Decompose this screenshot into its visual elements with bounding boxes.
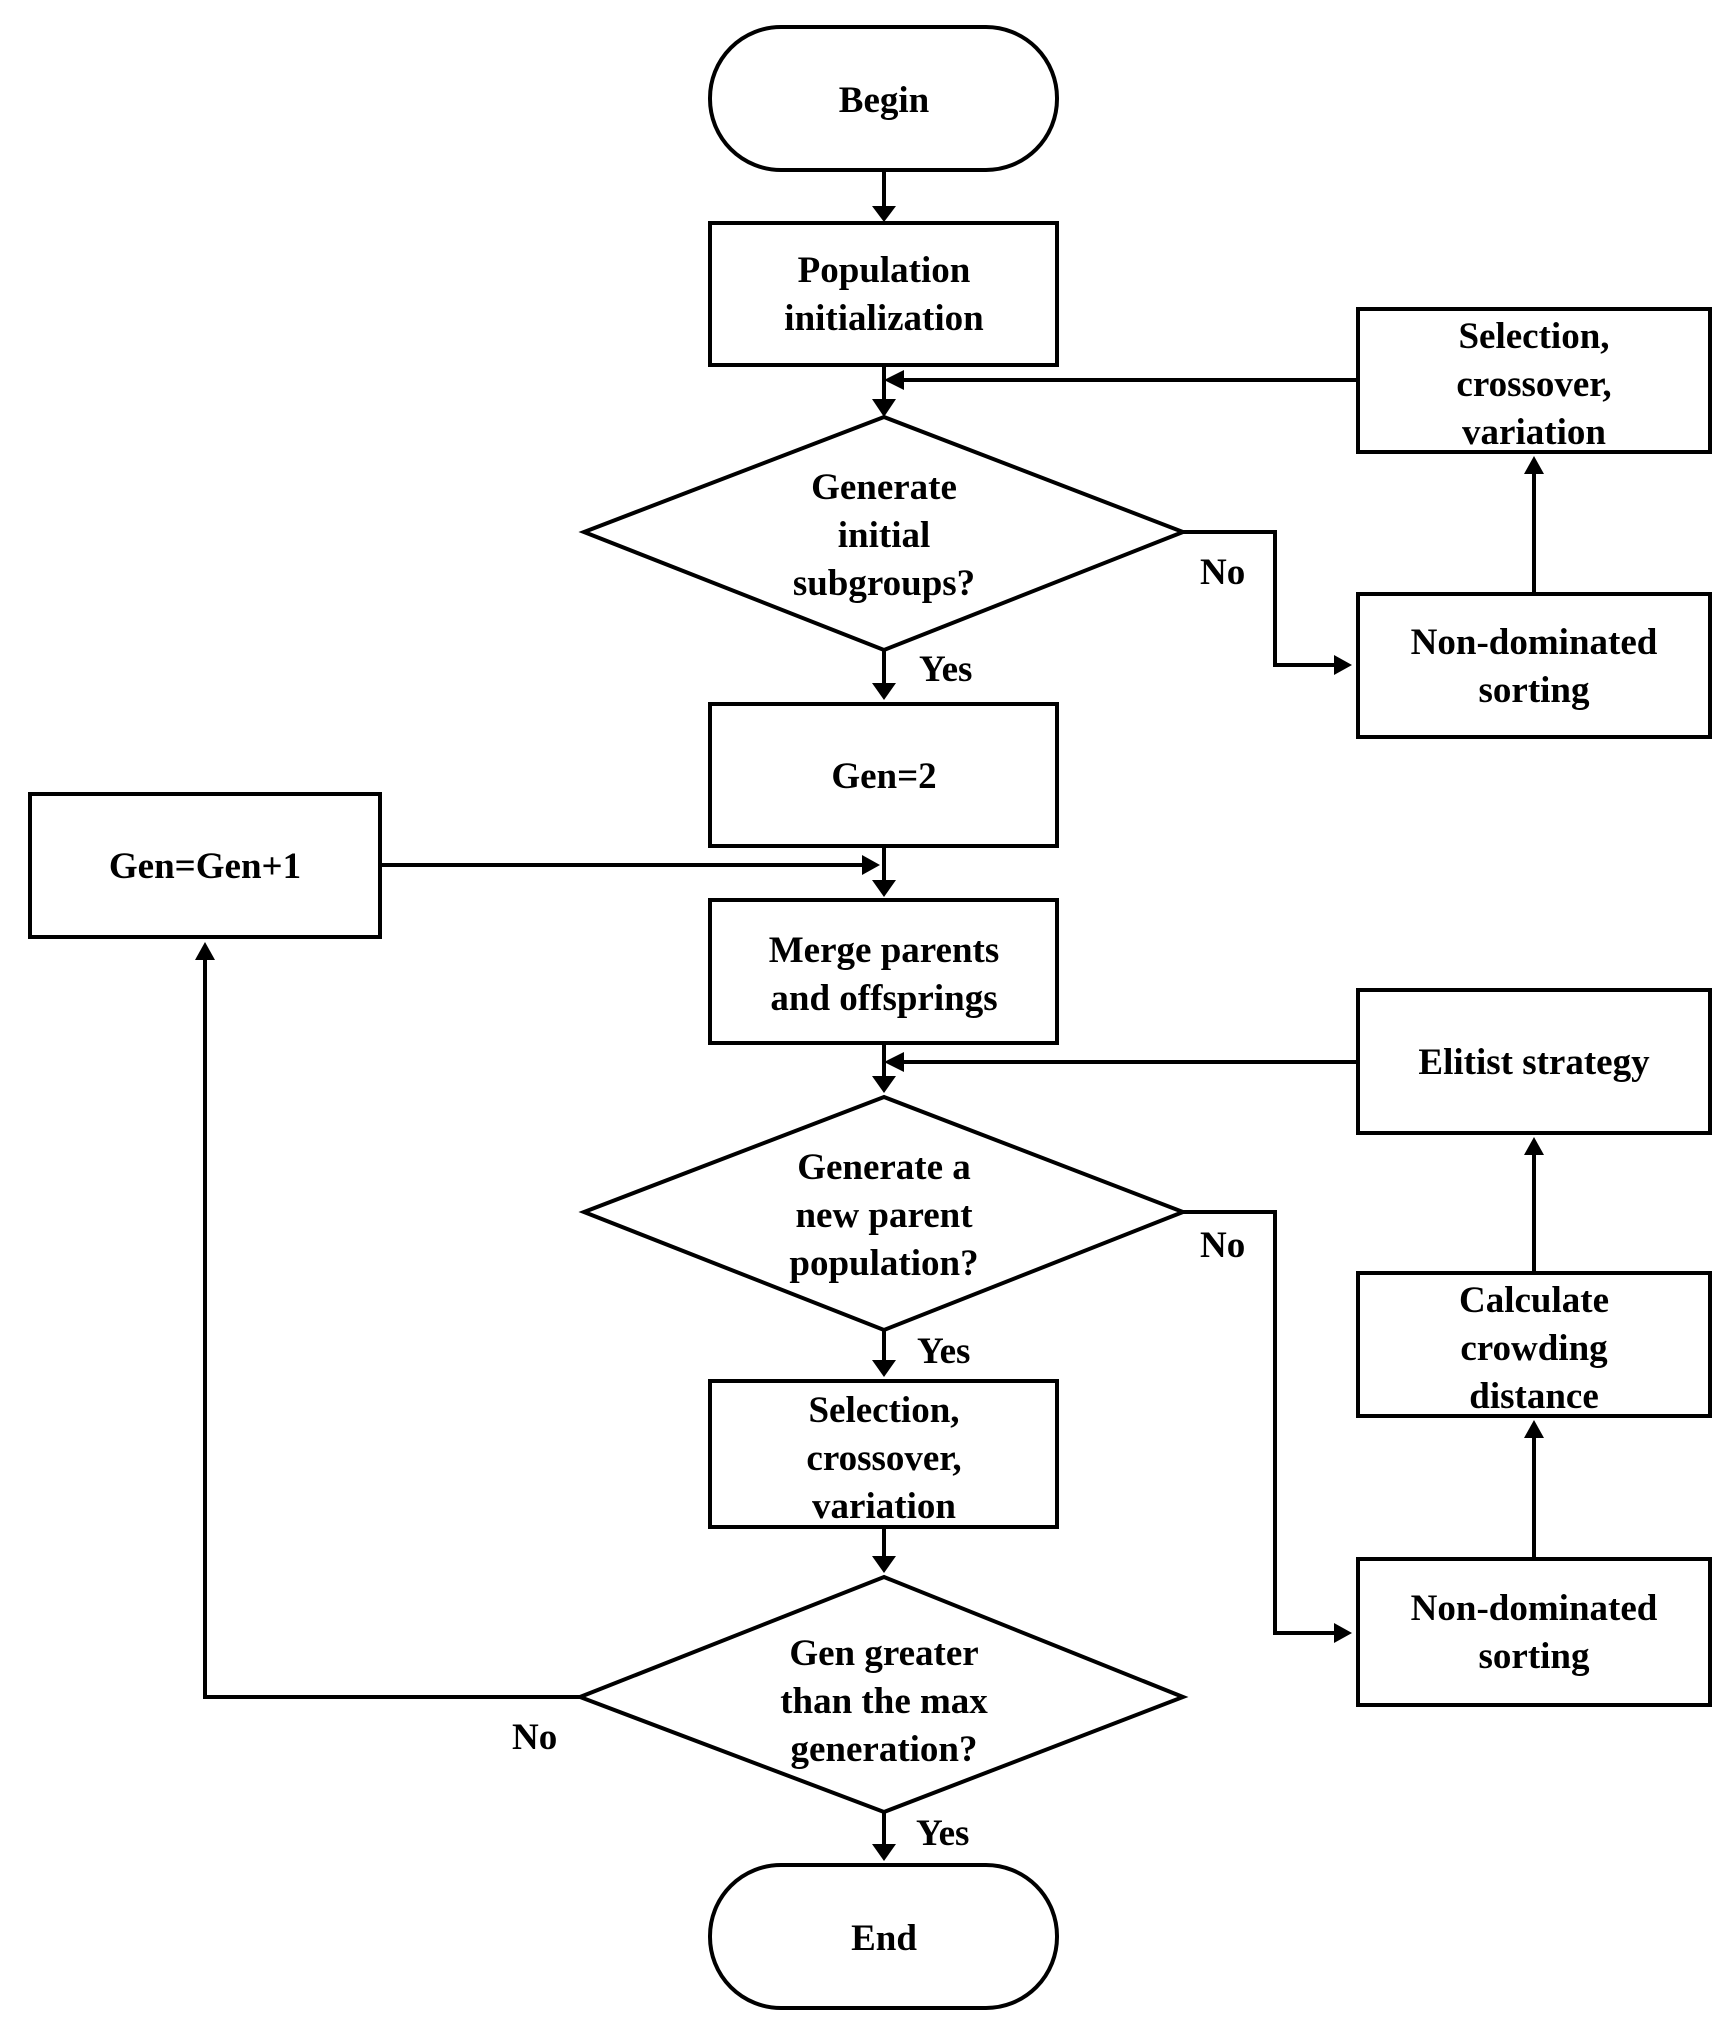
decision2-no-label: No xyxy=(1200,1225,1245,1266)
decision3-label-line2: than the max xyxy=(780,1681,988,1722)
arrowhead xyxy=(872,1076,896,1093)
population-initialization-label-line2: initialization xyxy=(784,298,984,339)
arrowhead xyxy=(872,683,896,700)
crowding-label-line3: distance xyxy=(1469,1376,1599,1417)
edge-decision2-no-to-nds-bottom xyxy=(1183,1210,1346,1635)
nds-top-label-line1: Non-dominated xyxy=(1411,622,1658,663)
merge-label-line2: and offsprings xyxy=(770,978,997,1019)
arrowhead xyxy=(1524,1420,1544,1438)
arrowhead xyxy=(862,855,880,875)
selection-mid-label-line2: crossover, xyxy=(806,1438,961,1479)
gen-increment-box xyxy=(28,792,382,939)
decision3-yes-label: Yes xyxy=(916,1813,969,1854)
selection-top-label-line3: variation xyxy=(1462,412,1606,453)
selection-mid-label-line1: Selection, xyxy=(808,1390,959,1431)
arrowhead xyxy=(884,370,904,390)
selection-crossover-variation-mid-box xyxy=(708,1379,1059,1529)
nds-top-label-line2: sorting xyxy=(1479,670,1591,711)
selection-top-label-line2: crossover, xyxy=(1456,364,1611,405)
decision3-label-line3: generation? xyxy=(790,1729,977,1770)
decision3-no-label: No xyxy=(512,1717,557,1758)
arrowhead xyxy=(1524,456,1544,474)
decision3-label-line1: Gen greater xyxy=(789,1633,978,1674)
arrowhead xyxy=(872,1556,896,1573)
gen-inc-label: Gen=Gen+1 xyxy=(109,846,301,887)
selection-top-label-line1: Selection, xyxy=(1458,316,1609,357)
begin-label: Begin xyxy=(839,80,930,121)
elitist-label: Elitist strategy xyxy=(1418,1042,1650,1083)
merge-parents-box xyxy=(708,898,1059,1045)
arrowhead xyxy=(872,399,896,417)
decision2-yes-label: Yes xyxy=(917,1331,970,1372)
arrowhead xyxy=(195,942,215,960)
arrowhead xyxy=(1334,1623,1352,1643)
selection-mid-label-line3: variation xyxy=(812,1486,956,1527)
edge-decision1-no-to-nds-top xyxy=(1183,530,1346,667)
non-dominated-sorting-bottom-box xyxy=(1356,1557,1712,1707)
population-initialization-label-line1: Population xyxy=(798,250,971,291)
population-initialization-box xyxy=(708,221,1059,367)
arrowhead xyxy=(1524,1137,1544,1155)
end-terminal xyxy=(708,1863,1059,2010)
nodes xyxy=(28,25,1712,2010)
arrowhead xyxy=(872,206,896,222)
decision2-label-line2: new parent xyxy=(795,1195,973,1236)
nds-bottom-label-line2: sorting xyxy=(1479,1636,1591,1677)
arrowhead xyxy=(872,1360,896,1377)
end-label: End xyxy=(851,1918,917,1959)
crowding-label-line2: crowding xyxy=(1460,1328,1608,1369)
decision1-label-line2: initial xyxy=(838,515,931,556)
arrowhead xyxy=(884,1052,904,1072)
arrowhead xyxy=(872,880,896,897)
gen2-label: Gen=2 xyxy=(831,756,936,797)
begin-terminal xyxy=(708,25,1059,172)
generate-new-parent-decision xyxy=(578,1094,1189,1333)
decision1-yes-label: Yes xyxy=(919,649,972,690)
calculate-crowding-distance-box xyxy=(1356,1271,1712,1418)
nds-bottom-label-line1: Non-dominated xyxy=(1411,1588,1658,1629)
decision1-label-line1: Generate xyxy=(811,467,957,508)
selection-crossover-variation-top-box xyxy=(1356,307,1712,454)
crowding-label-line1: Calculate xyxy=(1459,1280,1609,1321)
gen-2-box xyxy=(708,702,1059,848)
arrowheads xyxy=(195,206,1544,1861)
edge-labels: No Yes No Yes No Yes xyxy=(512,552,1245,1854)
decision1-label-line3: subgroups? xyxy=(793,563,975,604)
node-labels: Begin Population initialization Generate… xyxy=(109,80,1658,1959)
decision2-label-line3: population? xyxy=(789,1243,978,1284)
arrowhead xyxy=(1334,655,1352,675)
generate-initial-subgroups-decision xyxy=(578,414,1189,653)
arrowhead xyxy=(872,1844,896,1861)
edge-decision3-no-to-gen-inc xyxy=(203,950,580,1699)
decision2-label-line1: Generate a xyxy=(797,1147,971,1188)
non-dominated-sorting-top-box xyxy=(1356,592,1712,739)
gen-greater-than-max-decision xyxy=(574,1574,1189,1815)
elitist-strategy-box xyxy=(1356,988,1712,1135)
merge-label-line1: Merge parents xyxy=(769,930,1000,971)
decision1-no-label: No xyxy=(1200,552,1245,593)
